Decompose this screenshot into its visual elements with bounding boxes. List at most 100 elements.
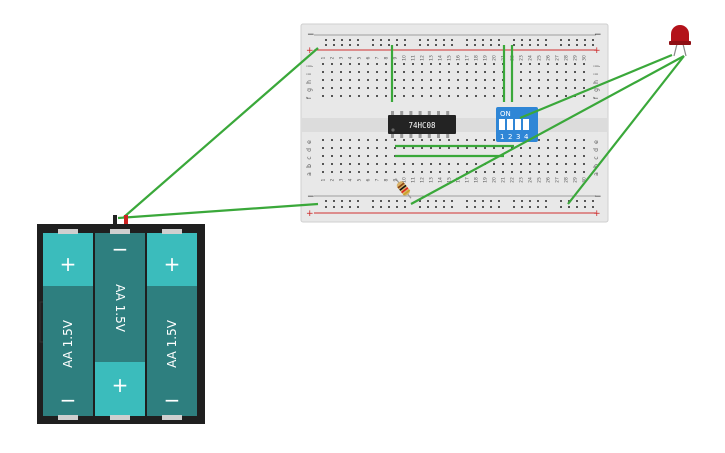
hole[interactable]	[376, 147, 378, 149]
hole[interactable]	[412, 139, 414, 141]
hole[interactable]	[545, 206, 547, 208]
hole[interactable]	[394, 163, 396, 165]
hole[interactable]	[340, 163, 342, 165]
hole[interactable]	[583, 155, 585, 157]
hole[interactable]	[340, 171, 342, 173]
hole[interactable]	[385, 63, 387, 65]
hole[interactable]	[521, 200, 523, 202]
hole[interactable]	[493, 87, 495, 89]
hole[interactable]	[385, 79, 387, 81]
hole[interactable]	[538, 171, 540, 173]
hole[interactable]	[498, 44, 500, 46]
hole[interactable]	[583, 171, 585, 173]
hole[interactable]	[493, 95, 495, 97]
hole[interactable]	[484, 171, 486, 173]
hole[interactable]	[358, 155, 360, 157]
hole[interactable]	[349, 139, 351, 141]
hole[interactable]	[545, 200, 547, 202]
hole[interactable]	[396, 39, 398, 41]
hole[interactable]	[396, 206, 398, 208]
hole[interactable]	[349, 79, 351, 81]
hole[interactable]	[529, 87, 531, 89]
hole[interactable]	[538, 71, 540, 73]
hole[interactable]	[475, 71, 477, 73]
hole[interactable]	[439, 71, 441, 73]
hole[interactable]	[333, 200, 335, 202]
hole[interactable]	[474, 44, 476, 46]
hole[interactable]	[484, 63, 486, 65]
hole[interactable]	[466, 171, 468, 173]
hole[interactable]	[493, 163, 495, 165]
hole[interactable]	[556, 63, 558, 65]
hole[interactable]	[340, 155, 342, 157]
hole[interactable]	[521, 39, 523, 41]
hole[interactable]	[357, 39, 359, 41]
hole[interactable]	[367, 87, 369, 89]
hole[interactable]	[349, 87, 351, 89]
hole[interactable]	[340, 147, 342, 149]
wire-rail-to-led[interactable]	[567, 55, 685, 205]
hole[interactable]	[331, 171, 333, 173]
hole[interactable]	[435, 206, 437, 208]
hole[interactable]	[538, 163, 540, 165]
hole[interactable]	[403, 87, 405, 89]
hole[interactable]	[574, 79, 576, 81]
hole[interactable]	[457, 147, 459, 149]
hole[interactable]	[367, 147, 369, 149]
hole[interactable]	[482, 206, 484, 208]
resistor[interactable]	[392, 176, 414, 201]
hole[interactable]	[556, 139, 558, 141]
hole[interactable]	[451, 200, 453, 202]
hole[interactable]	[358, 147, 360, 149]
hole[interactable]	[439, 147, 441, 149]
hole[interactable]	[419, 39, 421, 41]
hole[interactable]	[565, 163, 567, 165]
hole[interactable]	[341, 200, 343, 202]
hole[interactable]	[376, 163, 378, 165]
hole[interactable]	[394, 95, 396, 97]
hole[interactable]	[448, 95, 450, 97]
hole[interactable]	[538, 63, 540, 65]
hole[interactable]	[358, 163, 360, 165]
hole[interactable]	[513, 39, 515, 41]
hole[interactable]	[322, 139, 324, 141]
hole[interactable]	[545, 44, 547, 46]
hole[interactable]	[547, 147, 549, 149]
hole[interactable]	[388, 206, 390, 208]
hole[interactable]	[439, 95, 441, 97]
hole[interactable]	[547, 79, 549, 81]
hole[interactable]	[340, 63, 342, 65]
hole[interactable]	[560, 206, 562, 208]
hole[interactable]	[457, 139, 459, 141]
hole[interactable]	[340, 71, 342, 73]
hole[interactable]	[333, 44, 335, 46]
hole[interactable]	[394, 79, 396, 81]
hole[interactable]	[520, 155, 522, 157]
hole[interactable]	[529, 63, 531, 65]
hole[interactable]	[466, 139, 468, 141]
hole[interactable]	[574, 87, 576, 89]
hole[interactable]	[322, 63, 324, 65]
led[interactable]	[669, 25, 691, 57]
hole[interactable]	[529, 206, 531, 208]
hole[interactable]	[521, 206, 523, 208]
hole[interactable]	[482, 39, 484, 41]
hole[interactable]	[331, 139, 333, 141]
hole[interactable]	[565, 71, 567, 73]
hole[interactable]	[466, 206, 468, 208]
hole[interactable]	[521, 44, 523, 46]
hole[interactable]	[584, 44, 586, 46]
hole[interactable]	[376, 63, 378, 65]
hole[interactable]	[443, 200, 445, 202]
hole[interactable]	[574, 63, 576, 65]
hole[interactable]	[513, 200, 515, 202]
hole[interactable]	[490, 206, 492, 208]
hole[interactable]	[430, 71, 432, 73]
hole[interactable]	[435, 200, 437, 202]
hole[interactable]	[340, 87, 342, 89]
hole[interactable]	[385, 163, 387, 165]
hole[interactable]	[457, 95, 459, 97]
hole[interactable]	[474, 206, 476, 208]
hole[interactable]	[349, 95, 351, 97]
hole[interactable]	[574, 139, 576, 141]
